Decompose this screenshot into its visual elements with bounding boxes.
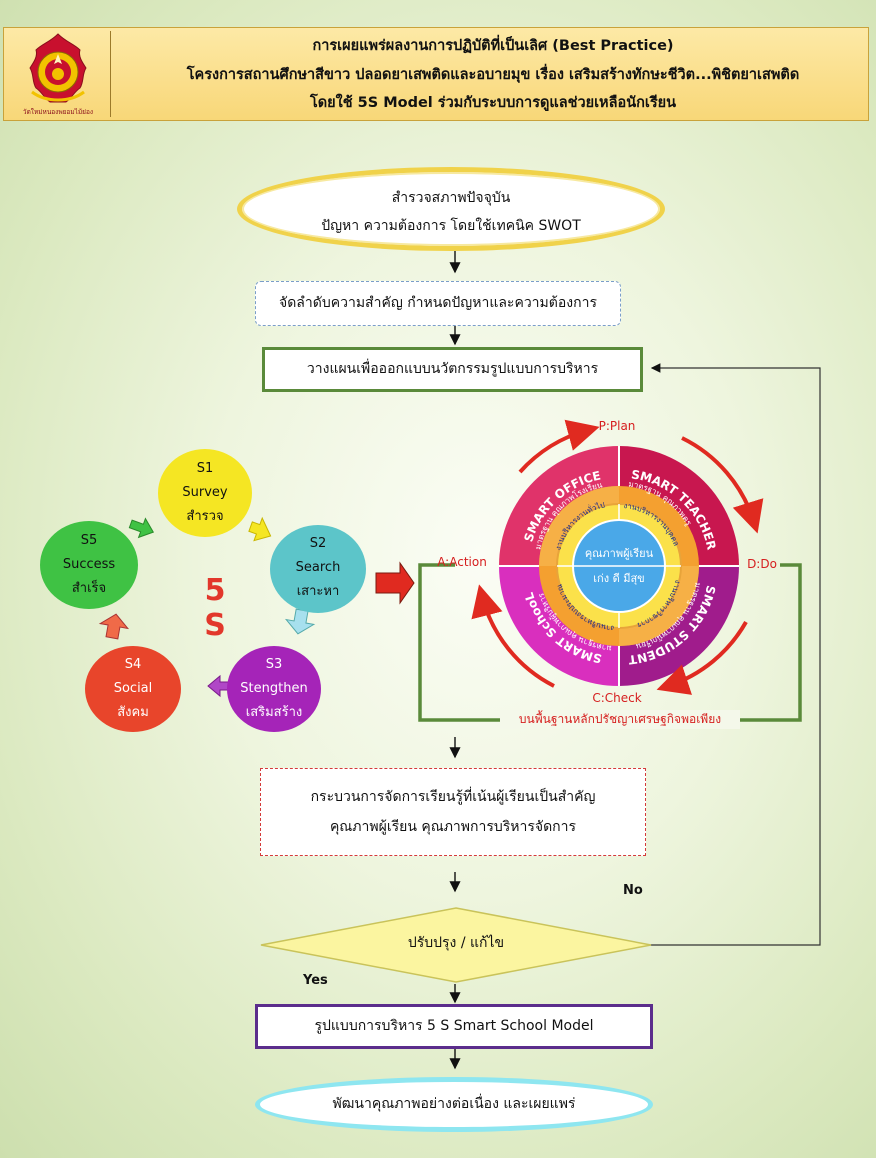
s2-node: S2 Search เสาะหา	[270, 525, 366, 613]
header-banner: วัดใหม่หนองพยอมไม้ย่อง การเผยแพร่ผลงานกา…	[3, 27, 869, 121]
model-text: รูปแบบการบริหาร 5 S Smart School Model	[314, 1018, 594, 1034]
arrow-no-loop	[648, 363, 821, 946]
yes-label: Yes	[303, 973, 328, 988]
center-line2: เก่ง ดี มีสุข	[593, 572, 644, 585]
plan-box: วางแผนเพื่อออกแบบนวัตกรรมรูปแบบการบริหาร	[262, 347, 643, 392]
arrow-5s-to-pdca	[375, 561, 415, 605]
model-box: รูปแบบการบริหาร 5 S Smart School Model	[255, 1004, 653, 1049]
center-line1: คุณภาพผู้เรียน	[585, 547, 654, 560]
cycle-arrow-left	[471, 584, 555, 688]
prioritize-box: จัดลำดับความสำคัญ กำหนดปัญหาและความต้องก…	[255, 281, 621, 326]
five-s-arrows	[98, 516, 316, 698]
pdca-wheel: SMART OFFICE SMART TEACHER SMART STUDENT…	[437, 419, 777, 705]
header-title-line3: โดยใช้ 5S Model ร่วมกับระบบการดูแลช่วยเห…	[309, 95, 677, 111]
s2-code: S2	[309, 536, 327, 551]
start-line2: ปัญหา ความต้องการ โดยใช้เทคนิค SWOT	[321, 218, 581, 234]
pdca-do-label: D:Do	[747, 557, 777, 571]
s5-th: สำเร็จ	[71, 581, 107, 596]
cycle-arrow-top	[518, 419, 600, 474]
s5-code: S5	[80, 533, 98, 548]
s4-node: S4 Social สังคม	[85, 646, 181, 732]
header-divider	[110, 31, 111, 117]
five-s-title: 5 S	[204, 573, 230, 643]
end-oval: พัฒนาคุณภาพอย่างต่อเนื่อง และเผยแพร่	[255, 1077, 653, 1132]
s1-code: S1	[196, 461, 214, 476]
s3-en: Stengthen	[240, 681, 308, 696]
s3-code: S3	[265, 657, 283, 672]
s2-th: เสาะหา	[296, 584, 340, 599]
s3-th: เสริมสร้าง	[245, 705, 303, 720]
s1-th: สำรวจ	[186, 509, 224, 524]
header-title-line1: การเผยแพร่ผลงานการปฏิบัติที่เป็นเลิศ (Be…	[312, 38, 674, 54]
process-line1: กระบวนการจัดการเรียนรู้ที่เน้นผู้เรียนเป…	[310, 789, 596, 805]
s1-node: S1 Survey สำรวจ	[158, 449, 252, 537]
s1-en: Survey	[182, 485, 228, 500]
pdca-action-label: A:Action	[437, 555, 487, 569]
decision-diamond	[260, 907, 652, 983]
pdca-base-label: บนพื้นฐานหลักปรัชญาเศรษฐกิจพอเพียง	[500, 710, 740, 729]
decision-text: ปรับปรุง / แก้ไข	[407, 935, 505, 951]
s2-en: Search	[295, 560, 341, 575]
cycle-arrow-bottom	[656, 621, 748, 695]
school-seal-logo: วัดใหม่หนองพยอมไม้ย่อง	[23, 33, 93, 116]
s4-th: สังคม	[117, 705, 149, 720]
no-label: No	[623, 883, 643, 898]
process-box: กระบวนการจัดการเรียนรู้ที่เน้นผู้เรียนเป…	[260, 768, 646, 856]
prioritize-text: จัดลำดับความสำคัญ กำหนดปัญหาและความต้องก…	[279, 295, 597, 311]
pdca-plan-label: P:Plan	[599, 419, 636, 433]
end-text: พัฒนาคุณภาพอย่างต่อเนื่อง และเผยแพร่	[332, 1096, 576, 1112]
pdca-check-label: C:Check	[592, 691, 641, 705]
header-title-line2: โครงการสถานศึกษาสีขาว ปลอดยาเสพติดและอบา…	[186, 67, 800, 83]
seal-text: วัดใหม่หนองพยอมไม้ย่อง	[23, 108, 93, 116]
s3-node: S3 Stengthen เสริมสร้าง	[227, 646, 321, 732]
start-line1: สำรวจสภาพปัจจุบัน	[391, 190, 511, 206]
s4-code: S4	[124, 657, 142, 672]
s5-node: S5 Success สำเร็จ	[40, 521, 138, 609]
cycle-arrow-right	[681, 436, 764, 534]
process-line2: คุณภาพผู้เรียน คุณภาพการบริหารจัดการ	[329, 819, 577, 835]
start-oval: สำรวจสภาพปัจจุบัน ปัญหา ความต้องการ โดยใ…	[237, 167, 665, 251]
plan-text: วางแผนเพื่อออกแบบนวัตกรรมรูปแบบการบริหาร	[306, 361, 599, 377]
s4-en: Social	[113, 681, 153, 696]
s5-en: Success	[62, 557, 116, 572]
